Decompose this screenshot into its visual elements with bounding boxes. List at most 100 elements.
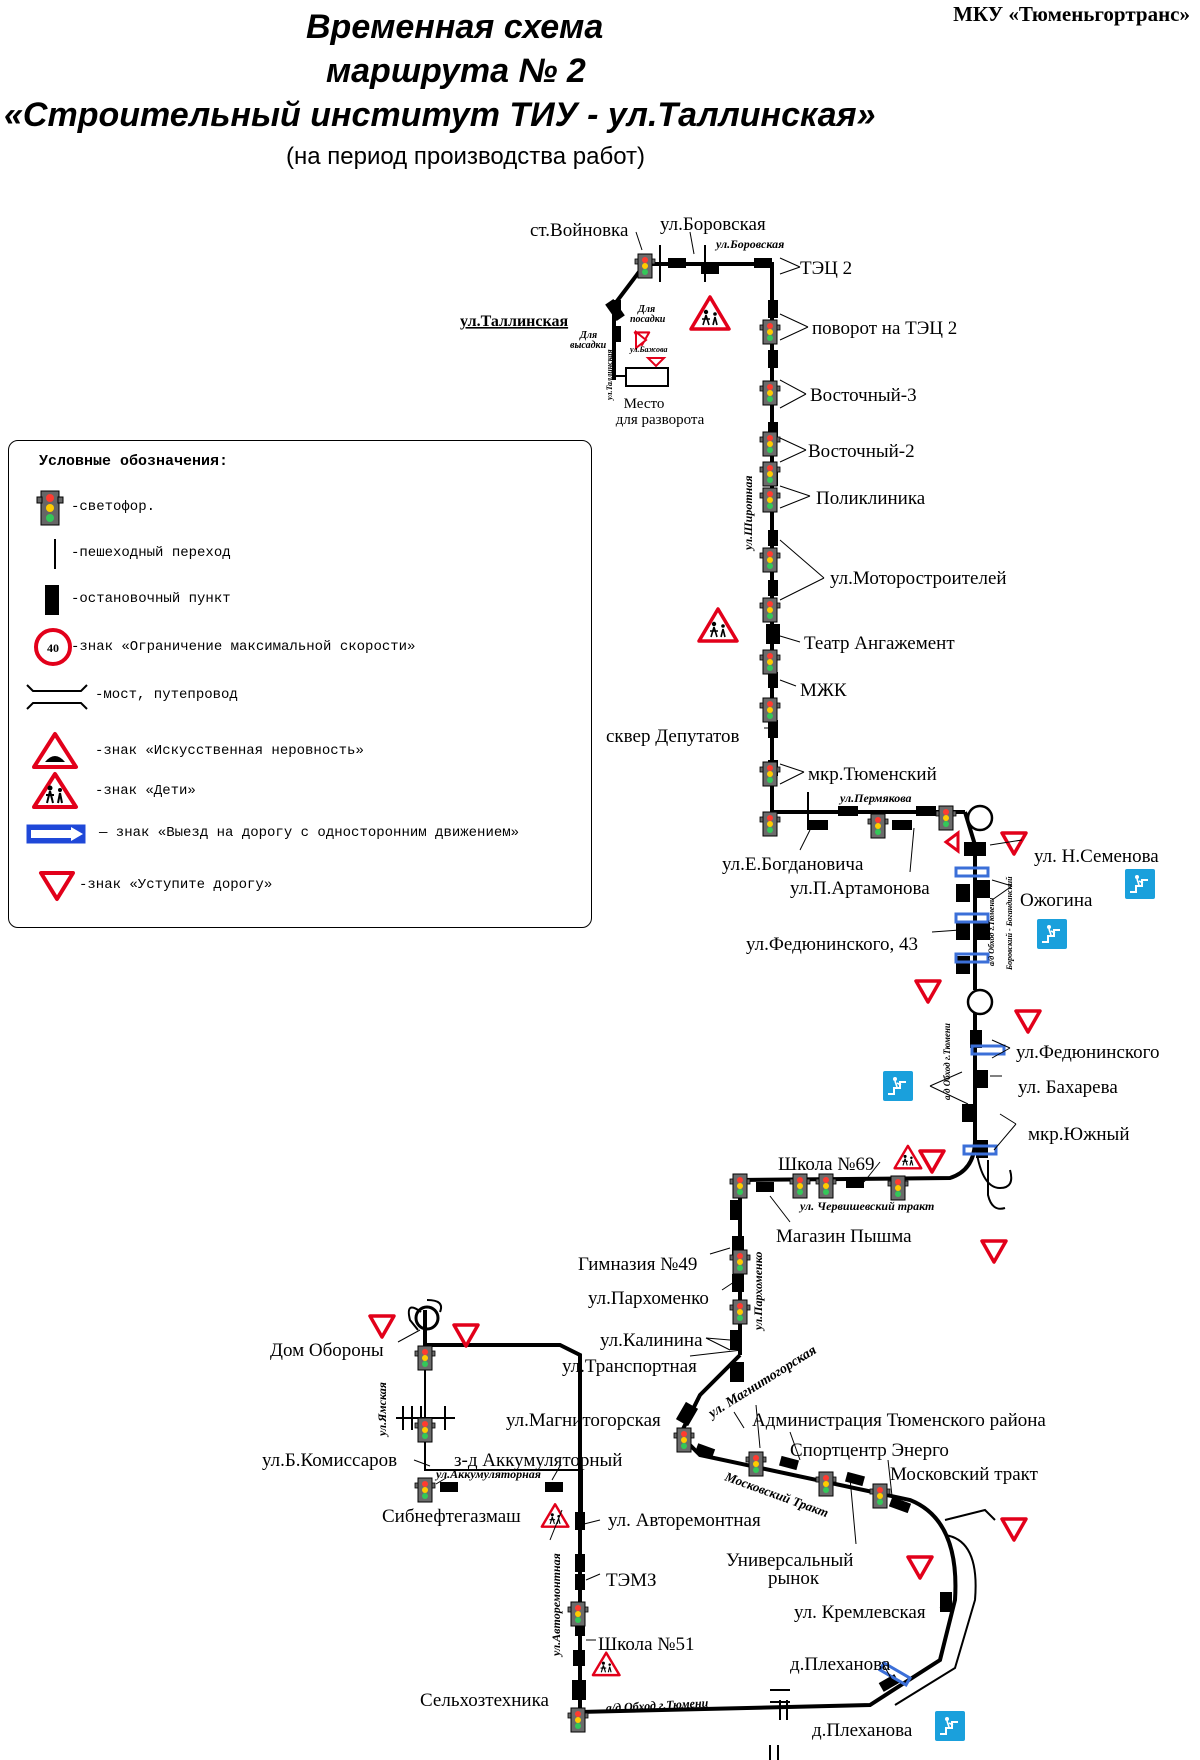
legend-item-speed-bump: -знак «Искусственная неровность» [9,729,589,769]
street-label: а/д Обход г.Тюмени [942,1023,952,1100]
stop-notes: Для посадки Для высадки [570,304,666,351]
turnaround-label: Место для разворота [616,396,705,428]
street-label: а/д Обход г.Тюмени [605,1696,708,1715]
legend-item-one-way: — знак «Выезд на дорогу с односторонним … [9,819,589,859]
note-alighting-1: Для [579,330,597,341]
legend-item-speed-limit: 40 -знак «Ограничение максимальной скоро… [9,625,589,666]
stop-label: Поликлиника [816,488,926,509]
note-boarding-1: Для [637,304,655,315]
stop-label: МЖК [800,680,847,701]
give-way-sign-small [645,357,667,368]
stop-label: ул.Таллинская [460,313,568,330]
stop-label: Ожогина [1020,890,1093,911]
stop-label: ул.Моторостроителей [830,568,1007,589]
give-way-sign-small [635,329,648,351]
subtitle: (на период производства работ) [286,143,645,170]
street-label: а/д Обход г.Тюмени [987,897,996,966]
stop-label: д.Плеханова [790,1654,891,1675]
title-line-3: «Строительный институт ТИУ - ул.Таллинск… [4,96,876,134]
legend-text: — знак «Выезд на дорогу с односторонним … [99,825,520,841]
stop-label: ул.Б.Комиссаров [262,1450,397,1471]
note-alighting-2: высадки [570,340,607,351]
stop-label: ст.Войновка [530,220,629,241]
title-line-2: маршрута № 2 [326,52,586,90]
legend-text: -знак «Дети» [95,783,196,799]
children-sign-icon [32,772,78,809]
bus-stop-icon [45,585,59,615]
stop-label: Школа №69 [778,1154,874,1175]
stop-label: Универсальный [726,1550,853,1571]
stop-label: ТЭЦ 2 [800,258,852,279]
stop-label: Восточный-3 [810,385,917,406]
pedestrian-crossing-icon [54,539,56,569]
stop-label: сквер Депутатов [606,726,740,747]
turnaround-line-2: для разворота [616,412,705,428]
street-label: ул.Ямская [375,1382,389,1438]
stop-label: ул.Транспортная [562,1356,697,1377]
street-label: ул.Боровская [714,237,784,251]
organization-name: МКУ «Тюменьгортранс» [953,2,1190,26]
leader-lines [397,231,1023,1681]
stop-label: ул. Бахарева [1018,1077,1118,1098]
route-line-thin [396,245,1013,1760]
stop-label: Школа №51 [598,1634,694,1655]
stop-label: рынок [768,1568,820,1589]
stop-label: Администрация Тюменского района [752,1410,1046,1431]
street-label: ул.Пархоменко [751,1252,765,1332]
speed-limit-value: 40 [47,641,59,655]
stop-label: ул.Магнитогорская [506,1410,661,1431]
stop-label: ул.Федюнинского, 43 [746,934,918,955]
stop-label: Московский тракт [890,1464,1039,1485]
legend: Условные обозначения: -светофор. -пешехо… [8,440,592,928]
street-label: Боровский - Богандинский [1005,876,1014,971]
bridge-icon [26,684,88,710]
legend-item-bus-stop: -остановочный пункт [9,579,589,619]
street-label: ул.Бажова [629,345,667,354]
give-way-sign-icon [39,871,75,901]
note-boarding-2: посадки [630,314,666,325]
street-label: ул.Пермякова [838,791,912,805]
stop-label: Сибнефтегазмаш [382,1506,521,1527]
route-line [423,262,977,1715]
legend-text: -знак «Искусственная неровность» [95,743,364,759]
street-label: ул. Червишевский тракт [798,1199,934,1213]
stop-label: Гимназия №49 [578,1254,697,1275]
turnaround-line-1: Место [624,396,665,412]
legend-item-traffic-light: -светофор. [9,487,589,527]
give-way-sign-small [943,830,960,854]
street-label: ул.Авторемонтная [549,1553,563,1658]
legend-text: -мост, путепровод [95,687,238,703]
stop-label: Театр Ангажемент [804,633,955,654]
legend-text: -знак «Уступите дорогу» [79,877,273,893]
stop-label: Дом Обороны [270,1340,384,1361]
stop-label: ул. Кремлевская [794,1602,926,1623]
legend-item-children: -знак «Дети» [9,769,589,809]
street-labels: ул.Боровская ул.Бажова ул.Таллинская ул.… [375,237,1014,1715]
stop-label: ул.Е.Богдановича [722,854,864,875]
stop-label: д.Плеханова [812,1720,913,1741]
stop-label: ул.Калинина [600,1330,703,1351]
legend-title: Условные обозначения: [39,453,229,470]
stop-label: з-д Аккумуляторный [454,1450,622,1471]
one-way-bars [877,866,1006,1688]
stop-label: ул.Федюнинского [1016,1042,1159,1063]
stop-label: мкр.Тюменский [808,764,937,785]
stop-label: ул.П.Артамонова [790,878,930,899]
legend-item-pedestrian-crossing: -пешеходный переход [9,533,589,573]
stop-label: Магазин Пышма [776,1226,912,1247]
stop-label: ул. Авторемонтная [608,1510,761,1531]
stop-label: мкр.Южный [1028,1124,1130,1145]
legend-item-bridge: -мост, путепровод [9,675,589,715]
legend-text: -светофор. [71,499,156,515]
street-label: ул.Аккумуляторная [434,1467,541,1481]
stop-label: ул. Н.Семенова [1034,846,1159,867]
title-line-1: Временная схема [306,8,604,46]
stop-label: ул.Боровская [660,214,766,235]
legend-text: -пешеходный переход [71,545,231,561]
legend-text: -знак «Ограничение максимальной скорости… [71,639,416,655]
speed-limit-sign-icon: 40 [34,628,72,666]
street-label: ул.Таллинская [605,349,614,401]
legend-item-give-way: -знак «Уступите дорогу» [9,865,589,905]
bridge-icon [770,1689,790,1703]
